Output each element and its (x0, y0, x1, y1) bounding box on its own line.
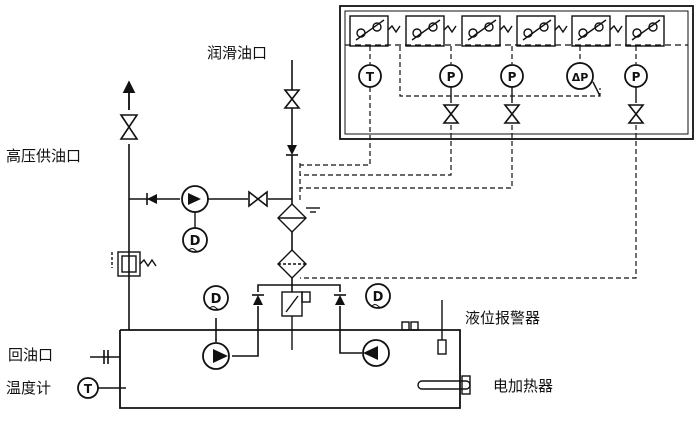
lower-pump-2 (362, 339, 390, 367)
diff-pressure-gauge: ΔP (566, 62, 594, 90)
temperature-gauge: T (358, 64, 382, 88)
check-valve (285, 144, 299, 156)
pressure-gauge: P (624, 64, 648, 88)
lower-pump-1 (202, 342, 230, 370)
switch-block (349, 15, 401, 47)
pressure-gauge: P (439, 64, 463, 88)
switch-block (516, 15, 568, 47)
hp-supply-valve (119, 114, 139, 140)
switch-block (405, 15, 457, 47)
lube-oil-outlet-label: 润滑油口 (207, 44, 268, 62)
gauge-valve (504, 104, 520, 124)
tank-thermometer: T (77, 377, 126, 399)
svg-text:ΔP: ΔP (572, 71, 589, 84)
svg-text:P: P (632, 70, 641, 84)
level-alarm-label: 液位报警器 (465, 309, 541, 327)
gauge-valve (628, 104, 644, 124)
switch-block (625, 15, 665, 47)
switch-block (571, 15, 623, 47)
upper-pump-motor: D (182, 227, 208, 253)
electric-heater-element (417, 375, 471, 395)
check-valve (251, 294, 265, 306)
check-valve (333, 294, 347, 306)
pressure-gauge: P (500, 64, 524, 88)
svg-text:D: D (373, 290, 384, 305)
svg-text:D: D (190, 234, 201, 249)
level-alarm-device (401, 300, 447, 355)
electric-heater-label: 电加热器 (493, 377, 554, 395)
control-valve (281, 291, 311, 350)
check-valve (146, 192, 158, 206)
svg-text:T: T (366, 70, 375, 84)
svg-text:P: P (447, 70, 456, 84)
return-oil-port-label: 回油口 (8, 346, 54, 364)
signal-lines (299, 87, 637, 279)
switch-block (461, 15, 513, 47)
lube-oil-valve (284, 89, 300, 109)
svg-text:P: P (508, 70, 517, 84)
return-oil-pipe (90, 350, 120, 364)
svg-text:T: T (84, 382, 93, 396)
lower-pump-1-motor: D (203, 285, 229, 311)
svg-text:D: D (211, 292, 222, 307)
gauge-valve (443, 104, 459, 124)
lower-filter (277, 249, 307, 279)
upper-pump (181, 185, 209, 228)
thermometer-label: 温度计 (6, 379, 52, 397)
lower-pump-2-motor: D (365, 283, 391, 309)
relief-valve (111, 251, 157, 277)
hp-supply-outlet-label: 高压供油口 (6, 147, 82, 165)
oil-tank (119, 329, 461, 409)
upper-filter (277, 203, 320, 233)
header-valve (248, 191, 268, 207)
